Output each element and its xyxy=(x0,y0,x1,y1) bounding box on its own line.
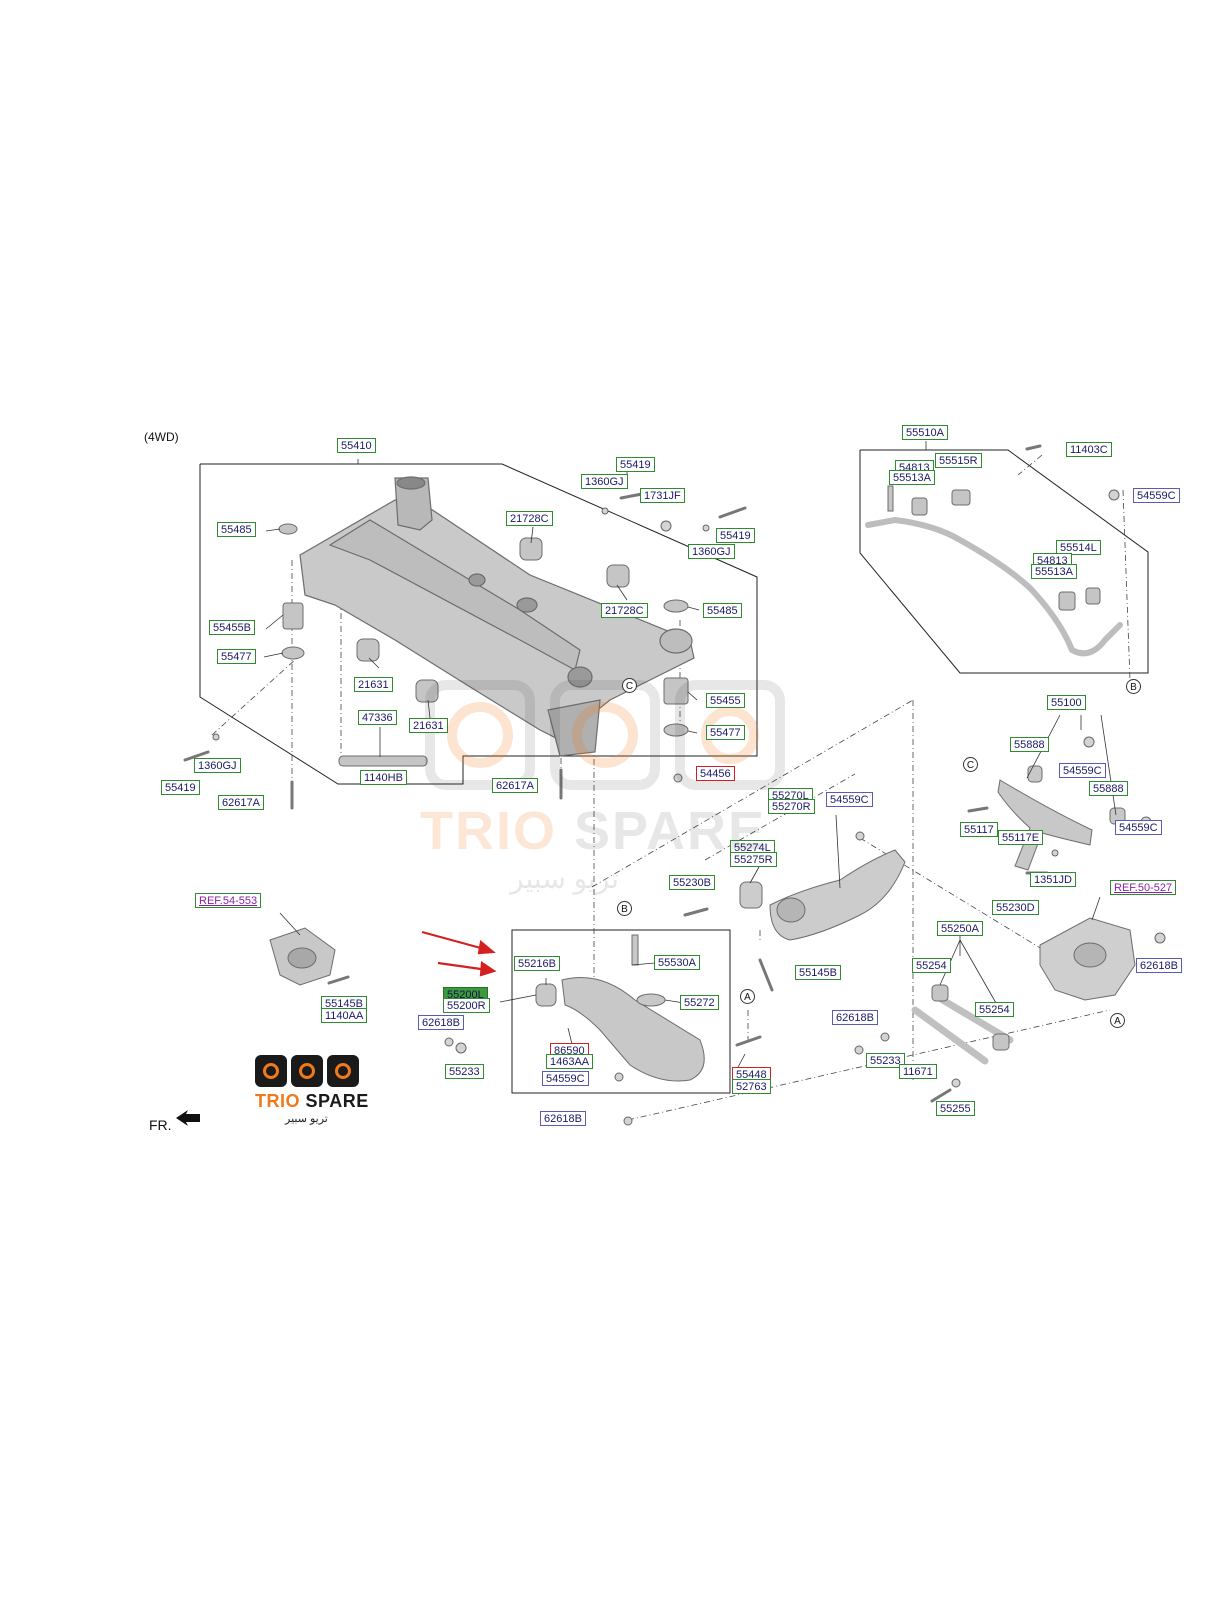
part-label-55515r[interactable]: 55515R xyxy=(935,453,982,468)
part-label-62617a-left[interactable]: 62617A xyxy=(218,795,264,810)
callout-c-subframe: C xyxy=(622,678,637,693)
part-label-1360gj-left[interactable]: 1360GJ xyxy=(194,758,241,773)
part-label-55530a[interactable]: 55530A xyxy=(654,955,700,970)
part-label-55272[interactable]: 55272 xyxy=(680,995,719,1010)
part-label-54559c-upper[interactable]: 54559C xyxy=(1059,763,1106,778)
strut-mount xyxy=(269,927,336,986)
part-label-21631-b[interactable]: 21631 xyxy=(409,718,448,733)
part-label-55274l[interactable]: 55274L xyxy=(730,840,775,855)
part-label-54456[interactable]: 54456 xyxy=(696,766,735,781)
part-label-55216b[interactable]: 55216B xyxy=(514,956,560,971)
part-label-55448[interactable]: 55448 xyxy=(732,1067,771,1082)
knuckle xyxy=(1039,917,1136,1001)
brand-gear-icon xyxy=(327,1055,359,1087)
part-label-55254-left[interactable]: 55254 xyxy=(912,958,951,973)
part-label-47336[interactable]: 47336 xyxy=(358,710,397,725)
part-label-55254-right[interactable]: 55254 xyxy=(975,1002,1014,1017)
callout-a-lower: A xyxy=(740,989,755,1004)
brand-icons xyxy=(255,1055,375,1087)
part-label-55410[interactable]: 55410 xyxy=(337,438,376,453)
nuts xyxy=(212,489,1166,1126)
part-label-21631[interactable]: 21631 xyxy=(354,677,393,692)
stabilizer-parts xyxy=(887,485,1101,611)
brand-logo: TRIO SPARE تريو سبير xyxy=(255,1055,375,1135)
part-label-55419-left[interactable]: 55419 xyxy=(161,780,200,795)
part-label-55485-right[interactable]: 55485 xyxy=(703,603,742,618)
part-label-1140hb[interactable]: 1140HB xyxy=(360,770,407,785)
part-label-55419-top[interactable]: 55419 xyxy=(616,457,655,472)
part-label-54559c-upper-right[interactable]: 54559C xyxy=(1115,820,1162,835)
red-arrows xyxy=(421,930,497,977)
part-label-1360gj-top[interactable]: 1360GJ xyxy=(581,474,628,489)
part-label-62617a-right[interactable]: 62617A xyxy=(492,778,538,793)
part-label-54559c-trailing[interactable]: 54559C xyxy=(826,792,873,807)
front-direction-label: FR. xyxy=(149,1117,172,1133)
front-arrow xyxy=(176,1110,200,1126)
part-label-62618b-knuckle[interactable]: 62618B xyxy=(1136,958,1182,973)
part-label-55117e[interactable]: 55117E xyxy=(998,830,1044,845)
part-label-55513a-top[interactable]: 55513A xyxy=(889,470,935,485)
part-label-1731jf[interactable]: 1731JF xyxy=(640,488,685,503)
callout-b-lower: B xyxy=(617,901,632,916)
part-label-55200r[interactable]: 55200R xyxy=(443,998,490,1013)
part-label-55477-right[interactable]: 55477 xyxy=(706,725,745,740)
lower-arm xyxy=(535,934,705,1082)
part-label-55275r[interactable]: 55275R xyxy=(730,852,777,867)
brand-disc-icon xyxy=(255,1055,287,1087)
part-label-55250a[interactable]: 55250A xyxy=(937,921,983,936)
part-label-1463aa[interactable]: 1463AA xyxy=(546,1054,594,1069)
part-label-55419-right[interactable]: 55419 xyxy=(716,528,755,543)
subframe-frame xyxy=(199,449,1149,1094)
part-label-55888-top[interactable]: 55888 xyxy=(1010,737,1049,752)
part-label-55485[interactable]: 55485 xyxy=(217,522,256,537)
callout-b-stab: B xyxy=(1126,679,1141,694)
part-label-21728c-top[interactable]: 21728C xyxy=(506,511,553,526)
part-label-55477[interactable]: 55477 xyxy=(217,649,256,664)
part-label-55230b[interactable]: 55230B xyxy=(669,875,715,890)
watermark-arabic: تريو سبير xyxy=(510,863,620,894)
part-label-62618b-lower[interactable]: 62618B xyxy=(418,1015,464,1030)
part-label-55455[interactable]: 55455 xyxy=(706,693,745,708)
part-label-62618b-link[interactable]: 62618B xyxy=(832,1010,878,1025)
part-label-55270r[interactable]: 55270R xyxy=(768,799,815,814)
bolts xyxy=(183,444,1049,1103)
variant-label: (4WD) xyxy=(144,430,179,444)
part-label-55233-link[interactable]: 55233 xyxy=(866,1053,905,1068)
part-label-55514l[interactable]: 55514L xyxy=(1056,540,1101,555)
part-label-55117[interactable]: 55117 xyxy=(960,822,998,837)
part-label-55145b-trailing[interactable]: 55145B xyxy=(795,965,841,980)
part-label-52763[interactable]: 52763 xyxy=(732,1079,771,1094)
subframe xyxy=(299,476,695,757)
part-label-1360gj-right[interactable]: 1360GJ xyxy=(688,544,735,559)
brand-name-spare: SPARE xyxy=(305,1091,369,1111)
part-label-55230d[interactable]: 55230D xyxy=(992,900,1039,915)
brand-arabic: تريو سبير xyxy=(285,1113,328,1125)
part-label-11403c[interactable]: 11403C xyxy=(1066,442,1112,457)
link-bushings xyxy=(931,984,1010,1051)
brand-name-trio: TRIO xyxy=(255,1091,300,1111)
part-label-21728c-mid[interactable]: 21728C xyxy=(601,603,648,618)
part-label-54559c-stab[interactable]: 54559C xyxy=(1133,488,1180,503)
part-label-11671[interactable]: 11671 xyxy=(899,1064,937,1079)
ref-label-50-527[interactable]: REF.50-527 xyxy=(1110,880,1177,895)
callout-a-knuckle: A xyxy=(1110,1013,1125,1028)
part-label-1351jd[interactable]: 1351JD xyxy=(1030,872,1076,887)
part-label-55510a[interactable]: 55510A xyxy=(902,425,948,440)
part-label-1140aa[interactable]: 1140AA xyxy=(321,1008,368,1023)
ref-label-54-553[interactable]: REF.54-553 xyxy=(195,893,262,908)
stabilizer-bar xyxy=(865,516,1123,657)
part-label-55513a-bottom[interactable]: 55513A xyxy=(1031,564,1077,579)
lateral-links xyxy=(911,992,1014,1065)
part-label-55888-right[interactable]: 55888 xyxy=(1089,781,1128,796)
part-label-55233-lower[interactable]: 55233 xyxy=(445,1064,484,1079)
part-label-55100[interactable]: 55100 xyxy=(1047,695,1086,710)
part-label-55255[interactable]: 55255 xyxy=(936,1101,975,1116)
part-label-55455b[interactable]: 55455B xyxy=(209,620,255,635)
part-label-62618b-bottom[interactable]: 62618B xyxy=(540,1111,586,1126)
brand-gauge-icon xyxy=(291,1055,323,1087)
brand-name: TRIO SPARE xyxy=(255,1091,375,1112)
part-label-54559c-lower[interactable]: 54559C xyxy=(542,1071,589,1086)
callout-c-upper: C xyxy=(963,757,978,772)
